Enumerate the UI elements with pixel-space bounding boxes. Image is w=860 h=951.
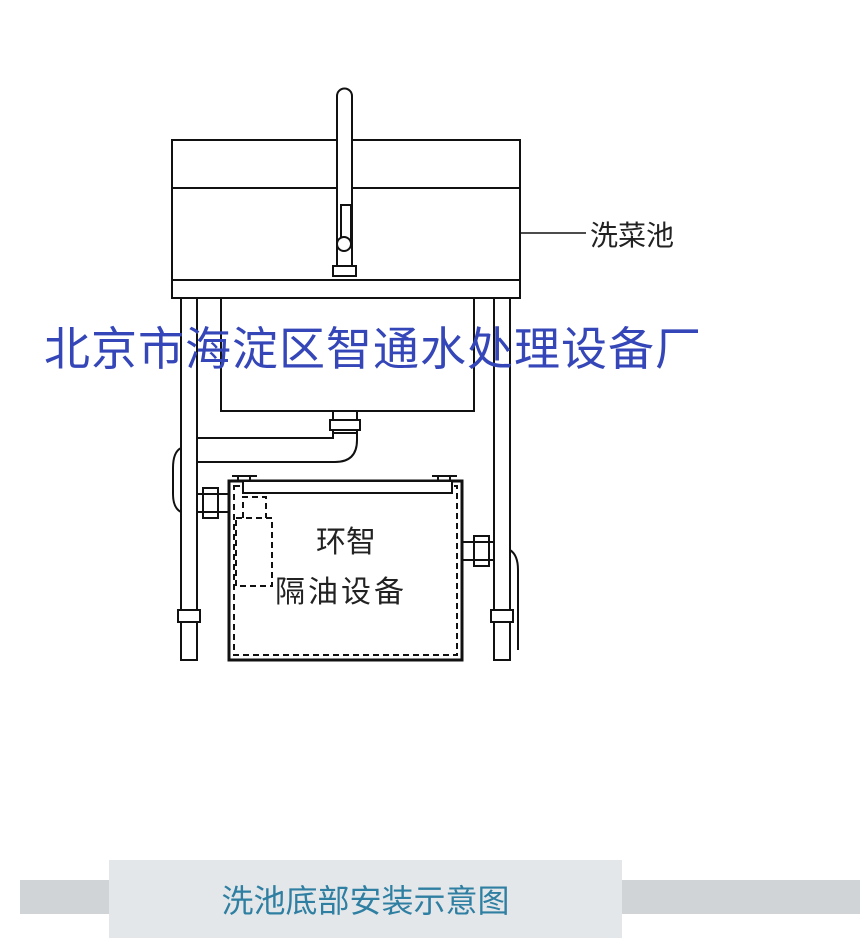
faucet: [332, 87, 357, 277]
company-watermark: 北京市海淀区智通水处理设备厂: [44, 322, 702, 376]
grease-trap: [196, 475, 495, 662]
trap-device-label: 隔油设备: [275, 575, 407, 610]
caption-box: 洗池底部安装示意图: [109, 860, 622, 938]
right-leg: [490, 297, 519, 661]
countertop: [171, 279, 521, 299]
trap-brand-label: 环智: [316, 525, 376, 560]
left-leg: [177, 297, 201, 661]
drain-pipe: [197, 410, 361, 463]
caption-title: 洗池底部安装示意图: [221, 882, 510, 920]
sink-label: 洗菜池: [590, 219, 675, 252]
